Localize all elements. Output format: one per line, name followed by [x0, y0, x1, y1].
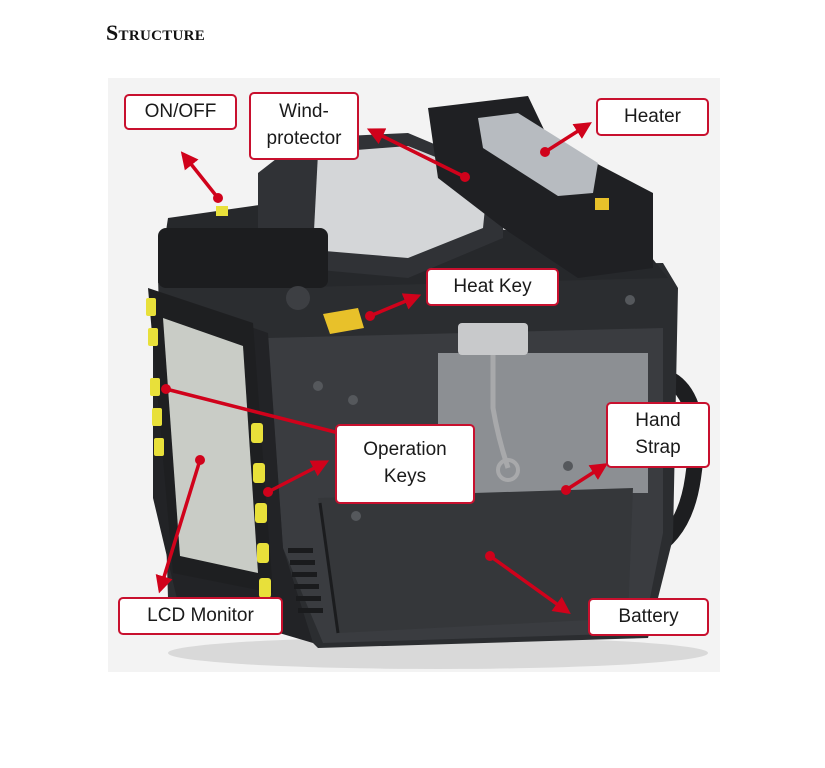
heat-key-shape	[323, 308, 364, 334]
left-keys	[146, 298, 164, 456]
callout-heater: Heater	[596, 98, 709, 136]
chain-ring	[496, 458, 520, 482]
fusion-splicer-photo	[108, 78, 720, 672]
battery-shape	[318, 488, 633, 633]
callout-heat-key: Heat Key	[426, 268, 559, 306]
on-off-button-shape	[216, 206, 228, 216]
ground-shadow	[168, 637, 708, 669]
heater-window	[478, 113, 598, 196]
callout-battery: Battery	[588, 598, 709, 636]
fusion-splicer-illustration	[146, 96, 708, 669]
callout-wind-protector: Wind- protector	[249, 92, 359, 160]
operation-keys-shape	[251, 423, 271, 598]
callout-hand-strap: Hand Strap	[606, 402, 710, 468]
latch	[458, 323, 528, 355]
callout-on-off: ON/OFF	[124, 94, 237, 130]
battery-edge	[318, 502, 340, 634]
callout-operation-keys: Operation Keys	[335, 424, 475, 504]
hinge-knob	[286, 286, 310, 310]
side-ribs	[288, 548, 323, 613]
heater-tab	[595, 198, 609, 210]
hinge	[158, 228, 328, 288]
page-heading: Structure	[106, 20, 206, 45]
callout-lcd-monitor: LCD Monitor	[118, 597, 283, 635]
